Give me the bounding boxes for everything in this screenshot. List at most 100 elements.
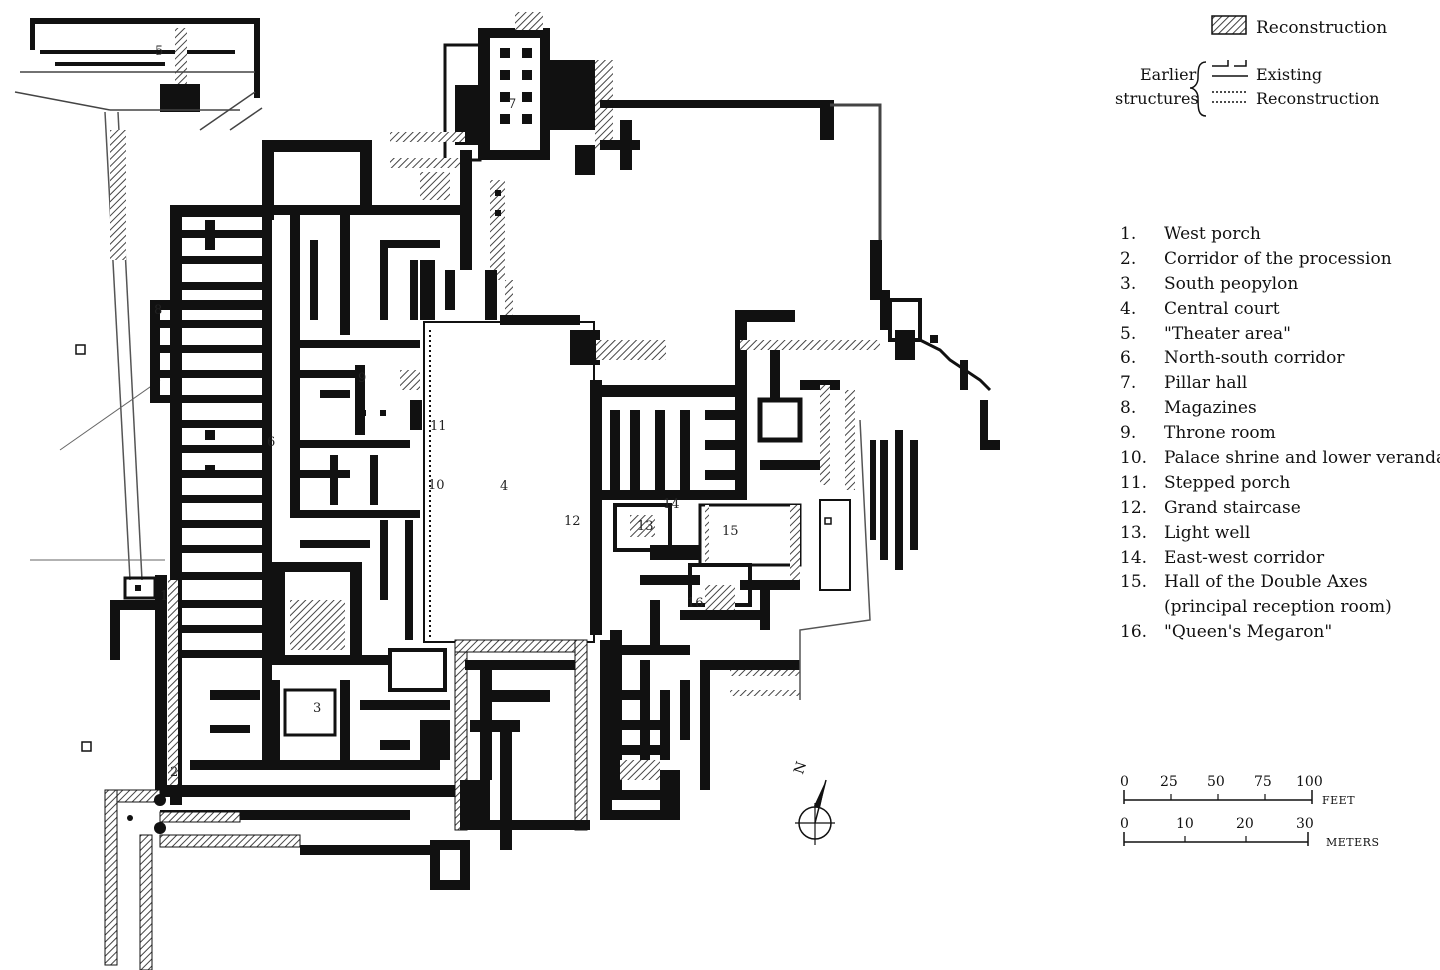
theater-area bbox=[14, 18, 263, 131]
plan-num-14: 14 bbox=[663, 497, 680, 512]
feet-unit: FEET bbox=[1322, 794, 1355, 807]
meter-tick-10: 10 bbox=[1176, 816, 1194, 832]
magazines bbox=[150, 220, 262, 658]
feet-tick-100: 100 bbox=[1296, 774, 1323, 790]
plan-key: 1. West porch 2.Corridor of the processio… bbox=[1120, 222, 1440, 645]
south-central-block bbox=[430, 639, 670, 890]
key-item: 15. Hall of the Double Axes bbox=[1120, 570, 1440, 595]
compass: N bbox=[791, 760, 835, 845]
plan-num-9: 9 bbox=[358, 371, 366, 386]
feet-tick-0: 0 bbox=[1120, 774, 1129, 790]
reconstruction-swatch bbox=[1211, 15, 1247, 35]
scale-bars: 0 25 50 75 100 FEET 0 10 20 30 METERS bbox=[1120, 774, 1379, 849]
south-approach bbox=[104, 789, 301, 970]
key-item: 7. Pillar hall bbox=[1120, 371, 1440, 396]
plan-num-10: 10 bbox=[428, 478, 445, 493]
key-item: 12. Grand staircase bbox=[1120, 496, 1440, 521]
feet-tick-25: 25 bbox=[1160, 774, 1178, 790]
key-label: Light well bbox=[1164, 522, 1251, 543]
key-item: 6. North-south corridor bbox=[1120, 346, 1440, 371]
legend-earlier-line2: structures bbox=[1115, 89, 1199, 108]
key-label: "Queen's Megaron" bbox=[1164, 622, 1333, 643]
legend-existing: Existing bbox=[1256, 65, 1322, 84]
key-item: 16. "Queen's Megaron" bbox=[1120, 620, 1440, 645]
meter-tick-0: 0 bbox=[1120, 816, 1129, 832]
west-wing bbox=[110, 140, 462, 855]
south-propylon-block bbox=[210, 562, 450, 760]
key-label: Palace shrine and lower verandas bbox=[1164, 448, 1440, 469]
key-label: North-south corridor bbox=[1164, 348, 1345, 369]
key-num: 10. bbox=[1120, 448, 1148, 469]
key-item: 8. Magazines bbox=[1120, 396, 1440, 421]
northeast-perimeter bbox=[799, 103, 1000, 700]
key-label: East-west corridor bbox=[1164, 547, 1325, 568]
key-item: (principal reception room) bbox=[1120, 595, 1440, 620]
feet-tick-75: 75 bbox=[1254, 774, 1272, 790]
meter-tick-20: 20 bbox=[1236, 816, 1254, 832]
key-item: 13. Light well bbox=[1120, 521, 1440, 546]
reconstruction-line-swatch bbox=[1212, 91, 1248, 103]
key-num: 7. bbox=[1120, 373, 1137, 394]
key-num: 14. bbox=[1120, 547, 1148, 568]
key-num: 9. bbox=[1120, 423, 1137, 444]
feet-tick-50: 50 bbox=[1207, 774, 1225, 790]
key-label: "Theater area" bbox=[1164, 323, 1292, 344]
key-num: 5. bbox=[1120, 323, 1137, 344]
key-item: 4. Central court bbox=[1120, 297, 1440, 322]
key-num: 15. bbox=[1120, 572, 1148, 593]
key-item: 2.Corridor of the procession bbox=[1120, 247, 1440, 272]
key-num: 13. bbox=[1120, 522, 1148, 543]
key-item: 14. East-west corridor bbox=[1120, 546, 1440, 571]
key-num: 12. bbox=[1120, 497, 1148, 518]
plan-number-labels: 1 2 3 4 5 6 7 8 9 10 11 12 13 14 15 16 bbox=[154, 44, 739, 780]
plan-num-3: 3 bbox=[313, 701, 321, 716]
key-num: 3. bbox=[1120, 273, 1137, 294]
plan-num-8: 8 bbox=[154, 303, 162, 318]
key-num: 16. bbox=[1120, 622, 1148, 643]
central-west-block bbox=[290, 215, 440, 640]
key-label: Throne room bbox=[1164, 423, 1276, 444]
key-num: 4. bbox=[1120, 298, 1137, 319]
key-label: Magazines bbox=[1164, 398, 1257, 419]
plan-num-11: 11 bbox=[430, 419, 447, 434]
plan-num-15: 15 bbox=[722, 524, 739, 539]
east-lower bbox=[610, 630, 800, 820]
key-label: South peopylon bbox=[1164, 273, 1299, 294]
plan-num-6: 6 bbox=[267, 435, 275, 450]
east-wing bbox=[590, 310, 880, 650]
plan-num-2: 2 bbox=[170, 765, 178, 780]
west-court-paths bbox=[30, 111, 165, 752]
meter-scale: 0 10 20 30 METERS bbox=[1120, 816, 1379, 849]
north-label: N bbox=[791, 760, 810, 777]
central-court bbox=[423, 315, 666, 643]
key-label: Stepped porch bbox=[1164, 472, 1291, 493]
north-entrance bbox=[390, 132, 513, 320]
key-item: 1. West porch bbox=[1120, 222, 1440, 247]
key-label: Central court bbox=[1164, 298, 1280, 319]
legend: Reconstruction Earlier structures Existi… bbox=[1115, 15, 1387, 117]
key-label: Hall of the Double Axes bbox=[1164, 572, 1368, 593]
key-label: Corridor of the procession bbox=[1164, 248, 1392, 269]
legend-brace bbox=[1189, 61, 1207, 117]
key-item: 5. "Theater area" bbox=[1120, 322, 1440, 347]
key-num: 1. bbox=[1120, 224, 1137, 244]
plan-num-4: 4 bbox=[500, 479, 508, 494]
feet-scale: 0 25 50 75 100 FEET bbox=[1120, 774, 1355, 807]
key-label: Pillar hall bbox=[1164, 373, 1248, 394]
key-item: 9. Throne room bbox=[1120, 421, 1440, 446]
key-label: West porch bbox=[1164, 224, 1261, 244]
legend-earlier-line1: Earlier bbox=[1140, 65, 1197, 84]
key-item: 3. South peopylon bbox=[1120, 272, 1440, 297]
meter-tick-30: 30 bbox=[1296, 816, 1314, 832]
north-arrow-icon bbox=[814, 780, 826, 808]
key-item: 10. Palace shrine and lower verandas bbox=[1120, 446, 1440, 471]
key-num: 6. bbox=[1120, 348, 1137, 369]
legend-reconstruction-sub: Reconstruction bbox=[1256, 89, 1379, 108]
plan-num-13: 13 bbox=[637, 519, 654, 534]
key-label: Grand staircase bbox=[1164, 497, 1301, 518]
plan-num-1: 1 bbox=[160, 589, 168, 604]
key-num: 8. bbox=[1120, 398, 1137, 419]
plan-num-12: 12 bbox=[564, 514, 581, 529]
plan-num-5: 5 bbox=[155, 44, 163, 59]
